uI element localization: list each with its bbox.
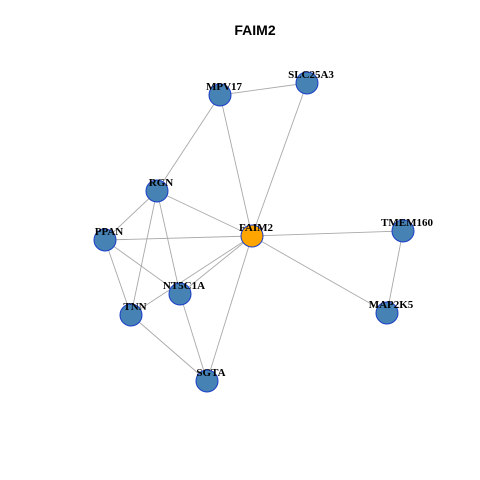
node-tnn: TNN bbox=[119, 301, 147, 327]
node-slc25a3: SLC25A3 bbox=[288, 69, 334, 95]
edge-tmem160-map2k5 bbox=[386, 230, 404, 314]
edge-ppan-tnn bbox=[104, 239, 132, 316]
node-label-sgta: SGTA bbox=[196, 367, 225, 379]
node-circle-tmem160 bbox=[391, 219, 415, 243]
edge-faim2-tnn bbox=[130, 235, 253, 316]
node-faim2: FAIM2 bbox=[239, 222, 274, 248]
node-label-faim2: FAIM2 bbox=[239, 222, 274, 234]
node-map2k5: MAP2K5 bbox=[369, 299, 414, 325]
node-circle-faim2 bbox=[240, 224, 264, 248]
node-label-tmem160: TMEM160 bbox=[381, 217, 433, 229]
diagram-title: FAIM2 bbox=[234, 22, 275, 38]
node-circle-slc25a3 bbox=[295, 71, 319, 95]
node-circle-tnn bbox=[119, 303, 143, 327]
edge-rgn-nt5c1a bbox=[156, 190, 181, 295]
edge-rgn-ppan bbox=[104, 190, 158, 241]
node-circle-sgta bbox=[195, 369, 219, 393]
edge-mpv17-slc25a3 bbox=[219, 82, 308, 96]
edge-nt5c1a-sgta bbox=[179, 293, 208, 382]
node-label-rgn: RGN bbox=[149, 177, 174, 189]
node-circle-ppan bbox=[93, 228, 117, 252]
edge-mpv17-rgn bbox=[156, 94, 221, 192]
node-nt5c1a: NT5C1A bbox=[163, 280, 205, 306]
edge-slc25a3-faim2 bbox=[251, 82, 308, 237]
edge-tnn-sgta bbox=[130, 314, 208, 382]
node-ppan: PPAN bbox=[93, 226, 124, 252]
node-rgn: RGN bbox=[145, 177, 174, 203]
node-sgta: SGTA bbox=[195, 367, 226, 393]
node-label-mpv17: MPV17 bbox=[206, 81, 243, 93]
node-label-map2k5: MAP2K5 bbox=[369, 299, 414, 311]
node-label-tnn: TNN bbox=[123, 301, 146, 313]
edge-faim2-ppan bbox=[104, 235, 253, 241]
node-circle-map2k5 bbox=[375, 301, 399, 325]
node-tmem160: TMEM160 bbox=[381, 217, 433, 243]
node-label-ppan: PPAN bbox=[95, 226, 124, 238]
edge-faim2-map2k5 bbox=[251, 235, 388, 314]
edge-rgn-tnn bbox=[130, 190, 158, 316]
edge-faim2-sgta bbox=[206, 235, 253, 382]
node-mpv17: MPV17 bbox=[206, 81, 243, 107]
edge-layer bbox=[104, 82, 404, 382]
edge-faim2-nt5c1a bbox=[179, 235, 253, 295]
edge-faim2-tmem160 bbox=[251, 230, 404, 237]
node-circle-rgn bbox=[145, 179, 169, 203]
node-circle-nt5c1a bbox=[168, 282, 192, 306]
node-label-slc25a3: SLC25A3 bbox=[288, 69, 334, 81]
edge-mpv17-faim2 bbox=[219, 94, 253, 237]
edge-ppan-nt5c1a bbox=[104, 239, 181, 295]
node-label-nt5c1a: NT5C1A bbox=[163, 280, 205, 292]
node-circle-mpv17 bbox=[208, 83, 232, 107]
edge-rgn-faim2 bbox=[156, 190, 253, 237]
